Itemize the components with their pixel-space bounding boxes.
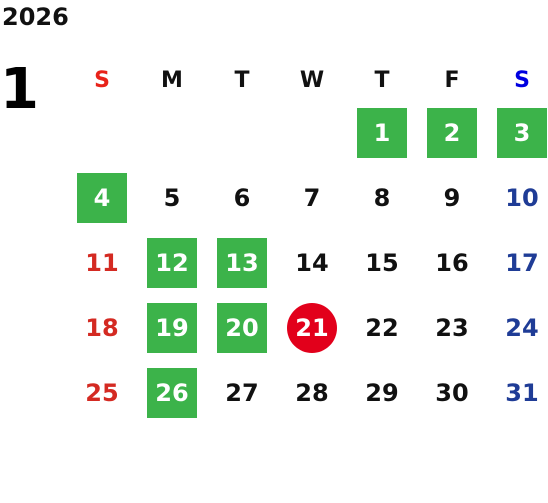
day-cell: 8 [347,165,417,230]
day[interactable]: 11 [85,248,119,277]
day-cell: 21 [277,295,347,360]
day[interactable]: 8 [373,183,391,212]
year-label: 2026 [2,3,69,31]
day-cell: 13 [207,230,277,295]
day [147,108,197,158]
calendar-grid: S M T W T F S 1 2 3 4 5 6 7 8 9 10 11 12… [67,60,548,425]
day-cell: 31 [487,360,548,425]
day[interactable]: 24 [505,313,539,342]
highlighted-day[interactable]: 3 [497,107,547,158]
weekday-header-sun: S [94,67,110,93]
highlighted-day[interactable]: 1 [357,107,407,158]
today-day[interactable]: 21 [287,302,337,353]
highlighted-day[interactable]: 19 [147,302,197,353]
day-cell: 16 [417,230,487,295]
day[interactable]: 18 [85,313,119,342]
day-cell: 19 [137,295,207,360]
day[interactable]: 15 [365,248,399,277]
day[interactable]: 25 [85,378,119,407]
day-cell: 18 [67,295,137,360]
day[interactable]: 30 [435,378,469,407]
day[interactable]: 17 [505,248,539,277]
day-cell: 17 [487,230,548,295]
day[interactable]: 27 [225,378,259,407]
day-cell: 4 [67,165,137,230]
weekday-header-sat: S [514,67,530,93]
weekday-header-mon: M [161,67,183,93]
day-cell: 10 [487,165,548,230]
weekday-header-fri: F [444,67,460,93]
weekday-header-wed: W [299,67,325,93]
day-cell: 29 [347,360,417,425]
day[interactable]: 10 [505,183,539,212]
weekday-header-tue: T [234,67,250,93]
day[interactable]: 14 [295,248,329,277]
day[interactable]: 16 [435,248,469,277]
day[interactable]: 5 [163,183,181,212]
day-cell: 7 [277,165,347,230]
month-label: 1 [0,57,39,122]
highlighted-day[interactable]: 20 [217,302,267,353]
day-cell: 3 [487,100,548,165]
day[interactable]: 22 [365,313,399,342]
highlighted-day[interactable]: 26 [147,367,197,418]
day-cell: 1 [347,100,417,165]
day [77,108,127,158]
day-cell: 27 [207,360,277,425]
highlighted-day[interactable]: 12 [147,237,197,288]
day-cell [207,100,277,165]
day-cell: 5 [137,165,207,230]
day-cell: 9 [417,165,487,230]
day-cell: 6 [207,165,277,230]
day-cell [277,100,347,165]
day-cell: 20 [207,295,277,360]
day-cell: 22 [347,295,417,360]
day-cell: 12 [137,230,207,295]
day-cell: 23 [417,295,487,360]
day-cell [137,100,207,165]
day-cell: 15 [347,230,417,295]
day [287,108,337,158]
highlighted-day[interactable]: 13 [217,237,267,288]
day[interactable]: 28 [295,378,329,407]
day[interactable]: 31 [505,378,539,407]
day-cell: 11 [67,230,137,295]
day-cell: 28 [277,360,347,425]
day[interactable]: 6 [233,183,251,212]
highlighted-day[interactable]: 4 [77,172,127,223]
day[interactable]: 23 [435,313,469,342]
highlighted-day[interactable]: 2 [427,107,477,158]
day-cell [67,100,137,165]
weekday-header-thu: T [374,67,390,93]
day [217,108,267,158]
day-cell: 30 [417,360,487,425]
day[interactable]: 9 [443,183,461,212]
day[interactable]: 29 [365,378,399,407]
day-cell: 26 [137,360,207,425]
day-cell: 2 [417,100,487,165]
day[interactable]: 7 [303,183,321,212]
day-cell: 14 [277,230,347,295]
day-cell: 24 [487,295,548,360]
day-cell: 25 [67,360,137,425]
